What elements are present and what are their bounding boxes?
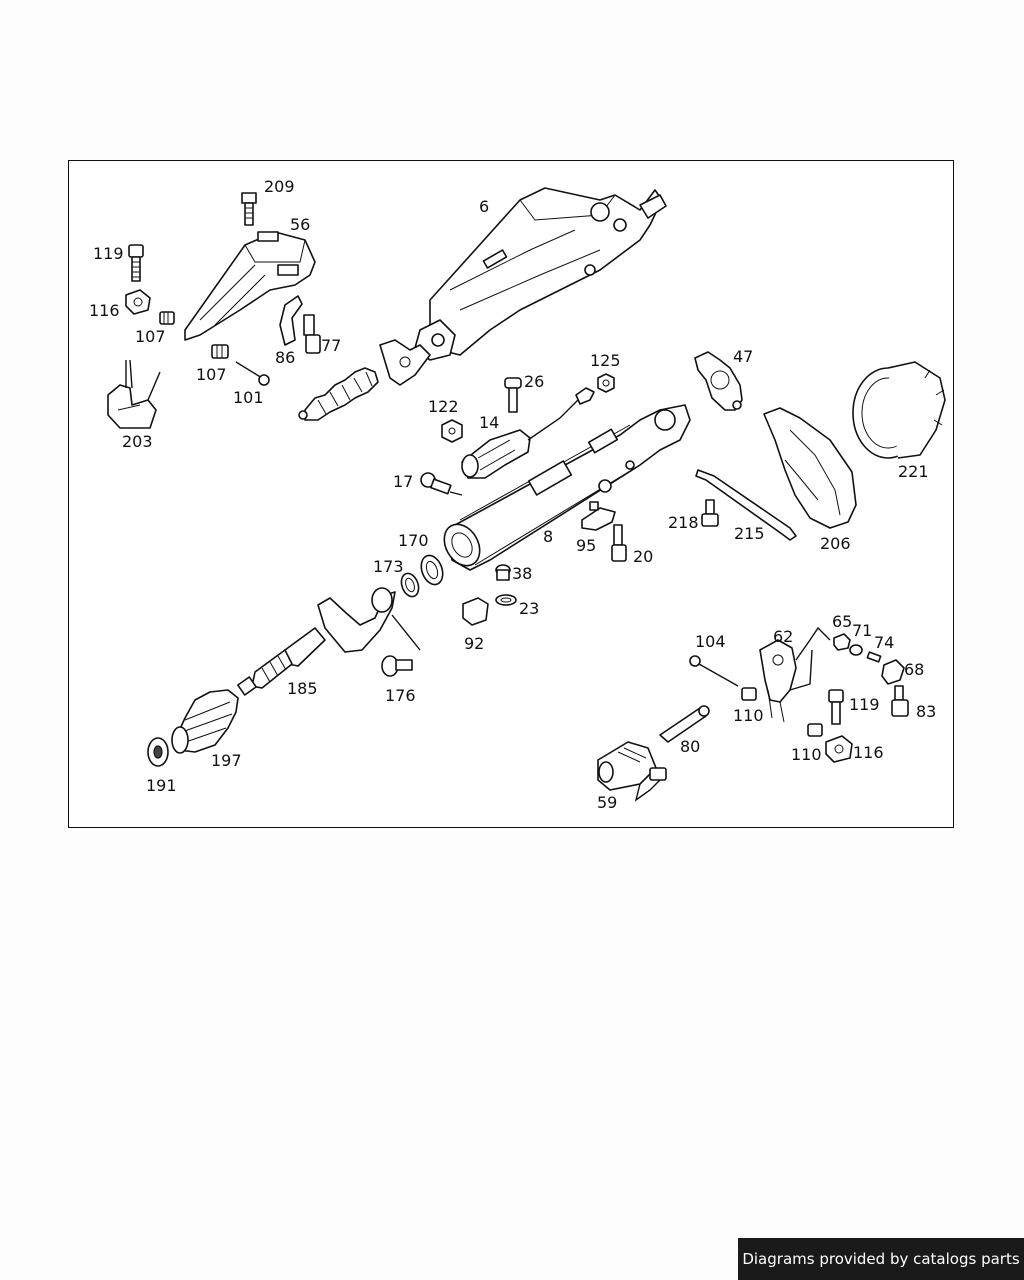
part-14-actuator [461,387,595,479]
label-59: 59 [597,793,617,812]
label-104: 104 [695,632,726,651]
part-56-bracket [184,231,316,341]
part-80-drive-shaft [659,705,710,743]
label-221: 221 [898,462,929,481]
label-125: 125 [590,351,621,370]
label-80: 80 [680,737,700,756]
part-65-bushing [833,633,851,651]
label-110-a: 110 [733,706,764,725]
label-110-b: 110 [791,745,822,764]
label-6: 6 [479,197,489,216]
part-215-strap [695,469,797,541]
part-38-grommet [495,564,511,581]
label-26: 26 [524,372,544,391]
label-14: 14 [479,413,499,432]
label-116-upper: 116 [89,301,120,320]
label-206: 206 [820,534,851,553]
part-119-bolt-lower [828,689,844,725]
label-17: 17 [393,472,413,491]
footer-credit-banner: Diagrams provided by catalogs parts [738,1238,1024,1280]
part-116-clip-upper [125,289,151,315]
part-26-bolt [504,377,522,413]
part-206-cover [763,407,857,529]
part-74-pin [866,651,882,663]
part-170-ring [420,554,444,586]
part-110-nut-a [741,687,757,701]
part-110-nut-b [807,723,823,737]
part-218-bolt [701,499,719,527]
part-221-sleeve [852,361,946,459]
label-71: 71 [852,621,872,640]
label-218: 218 [668,513,699,532]
part-47-bracket [694,351,743,411]
part-62-bracket [759,626,831,723]
part-86-bracket [279,295,303,346]
part-173-ring [400,572,420,598]
label-68: 68 [904,660,924,679]
part-191-washer [147,737,169,767]
part-71-grommet [849,644,863,656]
label-86: 86 [275,348,295,367]
part-104-bolt [689,655,739,687]
label-107-b: 107 [196,365,227,384]
label-215: 215 [734,524,765,543]
label-119-upper: 119 [93,244,124,263]
label-23: 23 [519,599,539,618]
label-122: 122 [428,397,459,416]
label-77: 77 [321,336,341,355]
part-92-clip [462,597,489,626]
label-65: 65 [832,612,852,631]
label-95: 95 [576,536,596,555]
label-203: 203 [122,432,153,451]
part-116-clip-lower [825,735,853,763]
label-176: 176 [385,686,416,705]
part-107-nut-b [211,344,229,359]
part-107-nut-a [159,311,175,325]
part-83-bolt [891,685,909,717]
part-20-bolt [611,524,627,562]
part-17-screw [420,472,463,496]
label-83: 83 [916,702,936,721]
part-8-jacket-tube [443,404,691,571]
part-125-nut [597,373,615,393]
part-23-ring [495,594,517,606]
label-119-lower: 119 [849,695,880,714]
part-122-nut [441,419,463,443]
label-47: 47 [733,347,753,366]
part-203-bracket [107,359,161,429]
part-209-bolt [241,192,257,226]
label-185: 185 [287,679,318,698]
part-119-bolt-upper [128,244,144,282]
label-107-a: 107 [135,327,166,346]
label-38: 38 [512,564,532,583]
part-176-bolt [381,655,413,677]
label-101: 101 [233,388,264,407]
label-62: 62 [773,627,793,646]
part-101-bolt [235,361,270,386]
part-6-column-housing [298,187,667,421]
label-197: 197 [211,751,242,770]
label-74: 74 [874,633,894,652]
label-92: 92 [464,634,484,653]
part-197-boot [171,689,239,754]
part-185-lower-shaft [237,587,421,696]
label-116-lower: 116 [853,743,884,762]
label-20: 20 [633,547,653,566]
label-209: 209 [264,177,295,196]
label-173: 173 [373,557,404,576]
label-8: 8 [543,527,553,546]
part-95-clip [581,501,616,531]
label-170: 170 [398,531,429,550]
part-77-bolt [303,314,321,354]
label-56: 56 [290,215,310,234]
part-59-motor [597,741,667,802]
label-191: 191 [146,776,177,795]
part-68-clip [881,659,905,685]
